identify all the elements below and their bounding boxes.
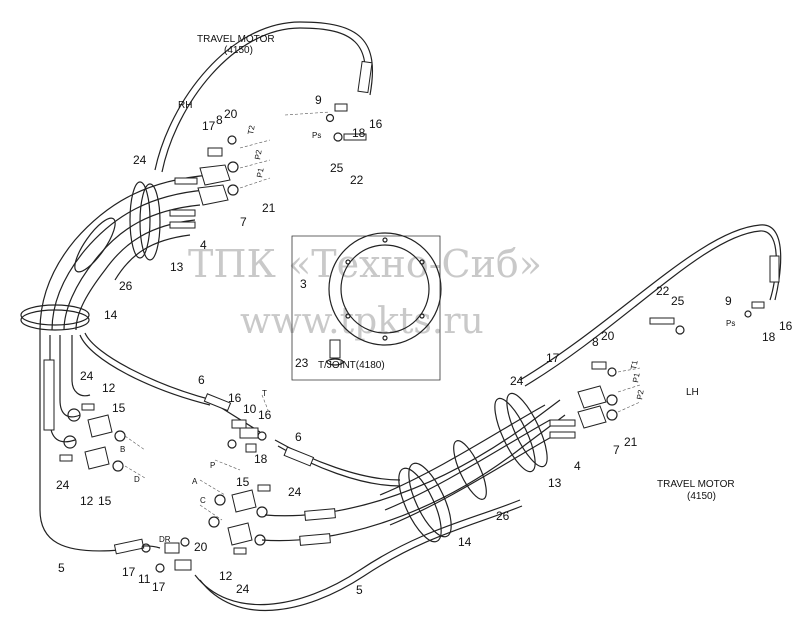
callout-18-lh: 18 — [762, 330, 776, 344]
rh-flanges — [169, 103, 367, 229]
center-flanges — [141, 484, 271, 573]
watermark-line2: www.tpkts.ru — [240, 301, 484, 342]
callout-24-rh: 24 — [133, 153, 147, 167]
port-p1: P1 — [255, 167, 266, 179]
tjoint-parts — [227, 419, 267, 453]
callout-15-l2: 15 — [98, 494, 112, 508]
callout-20-dr: 20 — [194, 540, 208, 554]
callout-17-b2: 17 — [152, 580, 166, 594]
callout-16-rh: 16 — [369, 117, 383, 131]
callout-16-c2: 16 — [258, 408, 272, 422]
rh-pilot-hose — [154, 21, 374, 173]
callout-9-lh: 9 — [725, 294, 732, 308]
callout-8-rh: 8 — [216, 113, 223, 127]
callout-24-c2: 24 — [236, 582, 250, 596]
callout-3: 3 — [300, 277, 307, 291]
callout-15-l1: 15 — [112, 401, 126, 415]
left-flanges — [59, 403, 126, 472]
inset-box — [291, 232, 442, 381]
callout-24-l2: 24 — [56, 478, 70, 492]
lower-long-hose — [113, 499, 523, 612]
lh-flanges — [549, 301, 765, 439]
callout-5-right: 5 — [356, 583, 363, 597]
port-a: A — [192, 477, 198, 486]
callout-23: 23 — [295, 356, 309, 370]
lh-hose-bundle — [261, 392, 566, 546]
callout-7-rh: 7 — [240, 215, 247, 229]
callout-24-l1: 24 — [80, 369, 94, 383]
tjoint-label: T/JOINT(4180) — [318, 360, 385, 371]
callout-16-c1: 16 — [228, 391, 242, 405]
callout-14-bot: 14 — [458, 535, 472, 549]
watermark-line1: ТПК «Техно-Сиб» — [188, 242, 542, 286]
lh-pilot-hose — [519, 224, 782, 387]
callout-5-left: 5 — [58, 561, 65, 575]
lh-label: LH — [686, 387, 699, 398]
port-t2: T2 — [246, 124, 257, 135]
callout-18-c: 18 — [254, 452, 268, 466]
travel-motor-lh-code: (4150) — [687, 491, 716, 502]
port-p: P — [210, 461, 215, 470]
leader-lines — [124, 111, 641, 521]
callout-26-lh: 26 — [496, 509, 510, 523]
callout-24-lh: 24 — [510, 374, 524, 388]
port-t1: T1 — [629, 359, 640, 370]
port-p1-lh: P1 — [631, 372, 642, 384]
callout-13-lh: 13 — [548, 476, 562, 490]
port-t: T — [262, 389, 267, 398]
callout-22-lh: 22 — [656, 284, 670, 298]
callout-16-lh: 16 — [779, 319, 793, 333]
travel-motor-lh-title: TRAVEL MOTOR — [657, 479, 735, 490]
callout-11-b: 11 — [138, 572, 151, 586]
port-p2: P2 — [253, 149, 264, 161]
travel-motor-rh-code: (4150) — [224, 45, 253, 56]
callout-4-lh: 4 — [574, 459, 581, 473]
rh-label: RH — [178, 100, 192, 111]
port-c: C — [200, 496, 206, 505]
callout-15-c: 15 — [236, 475, 250, 489]
callout-4-rh: 4 — [200, 238, 207, 252]
callout-20-lh: 20 — [601, 329, 615, 343]
callout-25-lh: 25 — [671, 294, 685, 308]
callout-22-rh: 22 — [350, 173, 364, 187]
callout-12-l1: 12 — [102, 381, 116, 395]
callout-14-top: 14 — [104, 308, 118, 322]
callout-17-b1: 17 — [122, 565, 136, 579]
callout-25-rh: 25 — [330, 161, 344, 175]
port-d: D — [134, 475, 140, 484]
center-hoses — [203, 393, 401, 487]
port-ps-rh: Ps — [312, 131, 321, 140]
callout-6-right: 6 — [295, 430, 302, 444]
callout-13-rh: 13 — [170, 260, 184, 274]
callout-12-l2: 12 — [80, 494, 94, 508]
callout-24-c1: 24 — [288, 485, 302, 499]
callout-21-rh: 21 — [262, 201, 276, 215]
callout-18-rh: 18 — [352, 126, 366, 140]
callout-6-left: 6 — [198, 373, 205, 387]
rh-hose-bundle — [20, 174, 211, 331]
callout-9-rh: 9 — [315, 93, 322, 107]
callout-21-lh: 21 — [624, 435, 638, 449]
callout-7-lh: 7 — [613, 443, 620, 457]
callout-17-rh: 17 — [202, 119, 216, 133]
port-b: B — [120, 445, 125, 454]
callout-17-lh: 17 — [546, 351, 560, 365]
port-p2-lh: P2 — [635, 389, 646, 401]
travel-motor-rh-title: TRAVEL MOTOR — [197, 34, 275, 45]
callout-26-rh: 26 — [119, 279, 133, 293]
callout-12-c: 12 — [219, 569, 233, 583]
callout-10-c: 10 — [243, 402, 257, 416]
left-vertical-hoses — [39, 330, 213, 552]
callout-20-rh: 20 — [224, 107, 238, 121]
port-ps-lh: Ps — [726, 319, 735, 328]
callout-8-lh: 8 — [592, 335, 599, 349]
dr-label: DR — [159, 535, 171, 544]
